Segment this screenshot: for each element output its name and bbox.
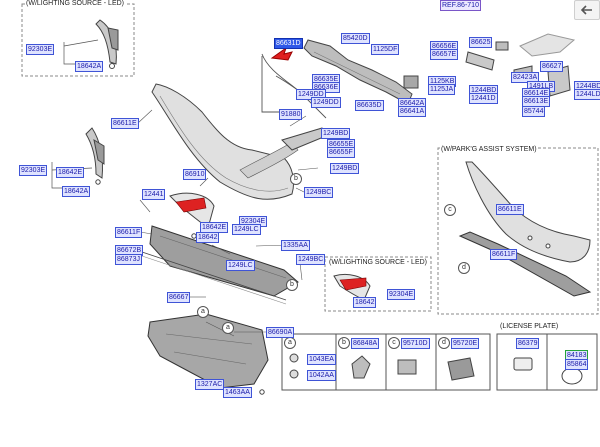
callout-c: c: [444, 204, 456, 216]
part-label-86635d[interactable]: 86635D: [355, 100, 384, 111]
part-label-86379[interactable]: 86379: [516, 338, 540, 349]
part-label-18642e-left[interactable]: 18642E: [56, 167, 85, 178]
part-label-1249lc[interactable]: 1249LC: [232, 224, 261, 235]
part-label-1043ea[interactable]: 1043EA: [307, 354, 336, 365]
part-label-86873j[interactable]: 86873J: [115, 254, 142, 265]
rear-reflector-lamp: [169, 192, 215, 239]
part-label-18642a-top[interactable]: 18642A: [75, 61, 104, 72]
part-label-1249lc-b[interactable]: 1249LC: [226, 260, 255, 271]
section-title-top-led: (W/LIGHTING SOURCE - LED): [25, 0, 126, 7]
part-label-86631d[interactable]: 86631D: [274, 38, 303, 49]
part-label-1249bd-b[interactable]: 1249BD: [330, 163, 360, 174]
section-box-mid-led: [324, 256, 432, 312]
rear-beam: [303, 39, 419, 105]
lower-diffuser: [141, 225, 299, 305]
part-label-86611f[interactable]: 86611F: [115, 227, 143, 238]
part-label-1125ja[interactable]: 1125JA: [428, 84, 456, 95]
part-label-86625[interactable]: 86625: [469, 37, 493, 48]
ref-link[interactable]: REF.86-710: [440, 0, 481, 11]
part-label-18642a-left[interactable]: 18642A: [62, 186, 91, 197]
part-table: [281, 333, 598, 391]
part-label-86611e-pa[interactable]: 86611E: [496, 204, 524, 215]
part-label-85864[interactable]: 85864: [565, 359, 589, 370]
section-title-parking-assist: (W/PARK'G ASSIST SYSTEM): [440, 146, 538, 153]
part-label-1249dd-b[interactable]: 1249DD: [311, 97, 341, 108]
section-title-mid-led: (W/LIGHTING SOURCE - LED): [328, 259, 429, 266]
part-label-92303e-left[interactable]: 92303E: [19, 165, 48, 176]
part-label-86611e[interactable]: 86611E: [111, 118, 139, 129]
part-label-86690a[interactable]: 86690A: [266, 327, 295, 338]
part-label-85420d[interactable]: 85420D: [341, 33, 370, 44]
table-letter-a: a: [284, 337, 296, 349]
support-bracket: [281, 127, 327, 151]
part-label-92303e-top[interactable]: 92303E: [26, 44, 55, 55]
part-label-1249dd[interactable]: 1249DD: [296, 89, 326, 100]
table-letter-c: c: [388, 337, 400, 349]
part-label-1249bd[interactable]: 1249BD: [321, 128, 351, 139]
part-label-86657e[interactable]: 86657E: [430, 49, 459, 60]
part-label-18642-mid[interactable]: 18642: [196, 232, 220, 243]
under-cover: [147, 313, 269, 395]
part-label-92304e-led[interactable]: 92304E: [387, 289, 416, 300]
part-label-18642-led[interactable]: 18642: [353, 297, 377, 308]
side-reflector-left: [51, 127, 105, 189]
table-letter-d: d: [438, 337, 450, 349]
part-label-1249bc-b[interactable]: 1249BC: [296, 254, 326, 265]
part-label-82423a[interactable]: 82423A: [511, 72, 540, 83]
callout-a2: a: [222, 322, 234, 334]
part-label-86627[interactable]: 86627: [540, 61, 564, 72]
part-label-86655f[interactable]: 86655F: [327, 147, 355, 158]
part-label-86667[interactable]: 86667: [167, 292, 191, 303]
led-lamp-mid: [333, 273, 371, 301]
part-label-91880[interactable]: 91880: [279, 109, 303, 120]
red-arrow: [270, 46, 293, 61]
part-label-1244ld[interactable]: 1244LD: [574, 89, 600, 100]
bumper-cover-parking-assist: [458, 161, 592, 297]
table-letter-b: b: [338, 337, 350, 349]
part-label-86641a[interactable]: 86641A: [398, 106, 427, 117]
leader-lines: [137, 109, 319, 337]
part-label-12441d[interactable]: 12441D: [469, 93, 498, 104]
led-lamp-top: [63, 19, 119, 69]
table-clip-shapes: [289, 353, 583, 385]
part-label-1125df[interactable]: 1125DF: [371, 44, 400, 55]
part-label-86848a[interactable]: 86848A: [351, 338, 380, 349]
part-label-95710d[interactable]: 95710D: [401, 338, 430, 349]
back-arrow-icon: [580, 5, 592, 15]
part-label-12441[interactable]: 12441: [142, 189, 166, 200]
callout-b2: b: [286, 279, 298, 291]
part-label-95720e[interactable]: 95720E: [451, 338, 480, 349]
part-label-86611f-pa[interactable]: 86611F: [490, 249, 518, 260]
part-label-86910[interactable]: 86910: [183, 169, 207, 180]
part-label-1327ac[interactable]: 1327AC: [195, 379, 225, 390]
part-label-86636e[interactable]: 86636E: [312, 82, 341, 93]
part-label-1249bc[interactable]: 1249BC: [304, 187, 334, 198]
callout-b1: b: [290, 173, 302, 185]
part-label-85744[interactable]: 85744: [522, 106, 546, 117]
back-button[interactable]: [574, 0, 600, 20]
callout-a1: a: [197, 306, 209, 318]
part-label-1463aa[interactable]: 1463AA: [223, 387, 252, 398]
rear-bumper-cover: [151, 83, 299, 200]
part-label-1335aa[interactable]: 1335AA: [281, 240, 310, 251]
section-title-license-plate: (LICENSE PLATE): [499, 323, 560, 330]
part-label-1042aa[interactable]: 1042AA: [307, 370, 336, 381]
callout-d: d: [458, 262, 470, 274]
